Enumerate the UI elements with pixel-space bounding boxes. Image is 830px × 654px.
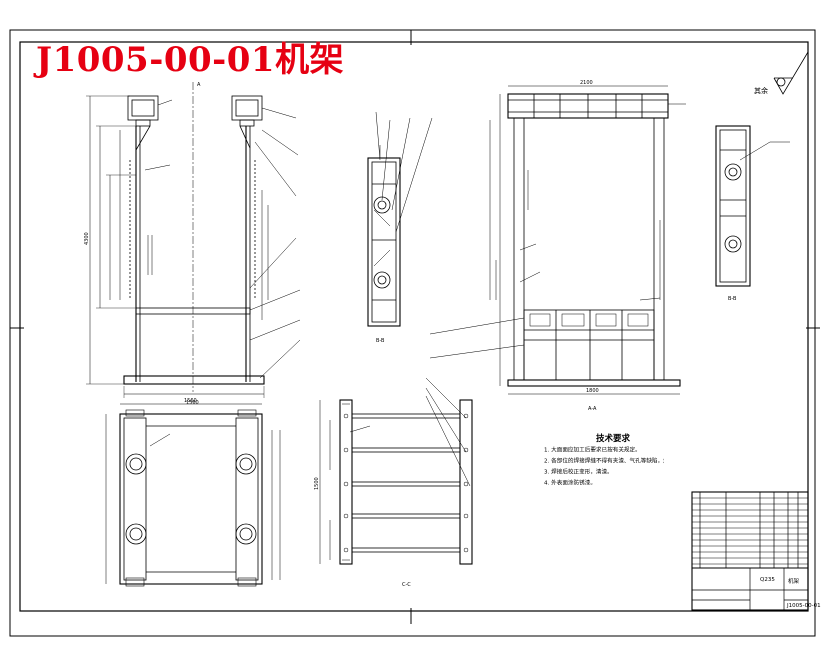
aa-width-dim: 1800 — [586, 388, 599, 394]
tech-requirements-heading: 技术要求 — [595, 434, 630, 444]
plan-width-dim: 1560 — [184, 398, 197, 404]
front-height-dim: 4300 — [84, 232, 90, 245]
title-block-text: 机架 J1005-00-01 Q235 — [760, 577, 821, 609]
bb-section-label: B-B — [376, 338, 385, 344]
tech-item-4: 4. 外表面涂防锈漆。 — [544, 479, 596, 487]
tech-item-1: 1. 大面面应加工后要求已按有关规定。 — [544, 446, 641, 454]
bom-table — [692, 497, 808, 565]
front-section-label: A — [197, 82, 201, 88]
cc-section-view — [319, 377, 473, 565]
tech-item-2: 2. 各部位的焊接焊缝不得有夹渣、气孔等缺陷，焊接后需打磨光滑。 — [544, 457, 664, 465]
front-view — [86, 82, 301, 398]
drawing-title: J1005-00-01机架 — [36, 40, 345, 80]
drawing-frame — [9, 29, 816, 637]
part-name: 机架 — [788, 577, 800, 585]
aa-section-view — [429, 85, 686, 395]
roughness-label: 其余 — [754, 86, 768, 95]
aa-section-label: A-A — [588, 406, 597, 412]
plan-height-dim: 1500 — [314, 477, 320, 490]
technical-requirements: 技术要求 1. 大面面应加工后要求已按有关规定。 2. 各部位的焊接焊缝不得有夹… — [544, 434, 694, 489]
aa-view-dimensions: 2100 1800 A-A — [580, 80, 599, 412]
plan-view — [105, 403, 281, 587]
front-view-dimensions: 1560 4300 A — [84, 82, 201, 406]
tech-item-3: 3. 焊接后校正变形，清渣。 — [544, 468, 613, 476]
drawing-number: J1005-00-01 — [786, 603, 821, 609]
roughness-symbol: 其余 — [754, 51, 809, 95]
bb-detail-view — [715, 125, 790, 287]
cc-section-label: C-C — [402, 582, 411, 588]
front-width-dim: 1560 — [186, 400, 199, 406]
center-marks — [10, 30, 820, 624]
bb2-section-label: B-B — [728, 296, 737, 302]
title-block — [691, 491, 809, 611]
material: Q235 — [760, 577, 775, 583]
column-side-view — [367, 111, 433, 327]
aa-top-dim: 2100 — [580, 80, 593, 86]
